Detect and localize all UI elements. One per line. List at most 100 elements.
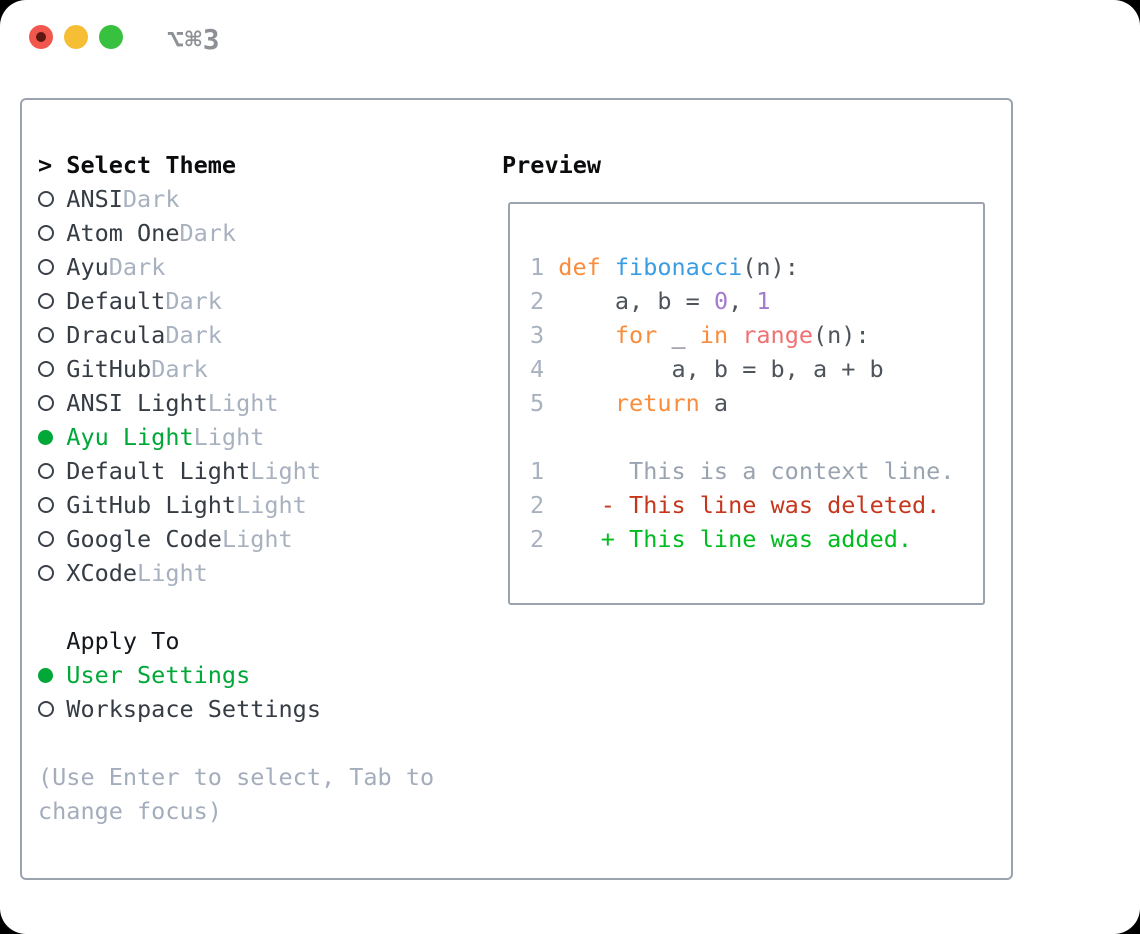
theme-variant: Dark xyxy=(108,253,166,281)
theme-name: GitHub xyxy=(66,355,152,383)
radio-icon xyxy=(38,463,54,479)
code-line: 2 a, b = 0, 1 xyxy=(530,284,954,318)
code-line: 3 for _ in range(n): xyxy=(530,318,954,352)
blank-line xyxy=(530,420,954,454)
apply-option-user-settings[interactable]: User Settings xyxy=(38,658,434,692)
theme-name: Atom One xyxy=(66,219,180,247)
theme-option-atom-one-dark[interactable]: Atom One Dark xyxy=(38,216,434,250)
theme-name: Dracula xyxy=(66,321,166,349)
theme-option-ayu-light-light[interactable]: Ayu Light Light xyxy=(38,420,434,454)
theme-option-github-light-light[interactable]: GitHub Light Light xyxy=(38,488,434,522)
radio-unselected-icon xyxy=(38,191,66,207)
theme-variant: Light xyxy=(250,457,321,485)
theme-option-google-code-light[interactable]: Google Code Light xyxy=(38,522,434,556)
radio-unselected-icon xyxy=(38,361,66,377)
code-line: 1 def fibonacci(n): xyxy=(530,250,954,284)
code-token: (n): xyxy=(742,253,799,281)
theme-variant: Dark xyxy=(179,219,237,247)
code-token: fibonacci xyxy=(614,253,743,281)
radio-icon xyxy=(38,293,54,309)
radio-unselected-icon xyxy=(38,701,66,717)
code-token: 1 xyxy=(756,287,771,315)
line-number: 2 xyxy=(530,525,601,553)
theme-variant: Dark xyxy=(151,355,208,383)
select-theme-title: Select Theme xyxy=(66,151,237,179)
code-token: - This line was deleted. xyxy=(600,491,941,519)
radio-unselected-icon xyxy=(38,395,66,411)
radio-icon xyxy=(38,361,54,377)
code-line: 1 This is a context line. xyxy=(530,454,954,488)
apply-option-name: User Settings xyxy=(66,661,251,689)
radio-icon xyxy=(38,565,54,581)
code-line: 5 return a xyxy=(530,386,954,420)
code-token: in xyxy=(699,321,729,349)
apply-to-header: Apply To xyxy=(38,624,434,658)
theme-option-dracula-dark[interactable]: Dracula Dark xyxy=(38,318,434,352)
hint-line: change focus) xyxy=(38,794,434,828)
radio-icon xyxy=(38,327,54,343)
theme-variant: Dark xyxy=(165,321,222,349)
radio-unselected-icon xyxy=(38,531,66,547)
theme-option-ansi-light-light[interactable]: ANSI Light Light xyxy=(38,386,434,420)
theme-name: GitHub Light xyxy=(66,491,237,519)
theme-variant: Light xyxy=(193,423,265,451)
preview-header: Preview xyxy=(502,151,602,179)
line-number: 1 xyxy=(530,457,630,485)
code-token: (n): xyxy=(813,321,870,349)
line-number: 2 xyxy=(530,287,615,315)
apply-option-workspace-settings[interactable]: Workspace Settings xyxy=(38,692,434,726)
radio-selected-icon xyxy=(38,429,66,445)
radio-unselected-icon xyxy=(38,259,66,275)
radio-unselected-icon xyxy=(38,497,66,513)
line-number: 4 xyxy=(530,355,672,383)
theme-variant: Dark xyxy=(165,287,222,315)
apply-to-title: Apply To xyxy=(66,627,180,655)
radio-icon xyxy=(38,497,54,513)
code-token: a xyxy=(699,389,729,417)
radio-icon xyxy=(38,225,54,241)
theme-name: Google Code xyxy=(66,525,222,553)
theme-name: ANSI Light xyxy=(66,389,208,417)
code-line: 2 + This line was added. xyxy=(530,522,954,556)
prompt-chevron-icon: > xyxy=(38,151,53,179)
code-token: This is a context line. xyxy=(629,457,955,485)
theme-option-ayu-dark[interactable]: Ayu Dark xyxy=(38,250,434,284)
radio-icon xyxy=(38,701,54,717)
code-token: _ xyxy=(657,321,700,349)
close-icon xyxy=(36,32,46,42)
code-token: for xyxy=(614,321,658,349)
preview-box xyxy=(508,202,985,605)
theme-option-default-light-light[interactable]: Default Light Light xyxy=(38,454,434,488)
radio-unselected-icon xyxy=(38,293,66,309)
line-number: 5 xyxy=(530,389,615,417)
theme-option-github-dark[interactable]: GitHub Dark xyxy=(38,352,434,386)
code-token: def xyxy=(558,253,601,281)
zoom-button[interactable] xyxy=(99,25,123,49)
theme-variant: Light xyxy=(137,559,208,587)
theme-name: Default Light xyxy=(66,457,251,485)
radio-unselected-icon xyxy=(38,463,66,479)
minimize-button[interactable] xyxy=(64,25,88,49)
code-token: , xyxy=(728,287,757,315)
radio-unselected-icon xyxy=(38,225,66,241)
theme-option-default-dark[interactable]: Default Dark xyxy=(38,284,434,318)
close-button[interactable] xyxy=(29,25,53,49)
theme-option-xcode-light[interactable]: XCode Light xyxy=(38,556,434,590)
radio-icon xyxy=(38,259,54,275)
theme-name: Default xyxy=(66,287,166,315)
code-token xyxy=(601,253,615,281)
select-theme-header: > Select Theme xyxy=(38,148,434,182)
theme-name: XCode xyxy=(66,559,138,587)
theme-option-ansi-dark[interactable]: ANSI Dark xyxy=(38,182,434,216)
code-token: a, b = b, a + b xyxy=(671,355,884,383)
theme-variant: Dark xyxy=(122,185,180,213)
line-number: 1 xyxy=(530,253,559,281)
apply-option-name: Workspace Settings xyxy=(66,695,321,723)
radio-icon xyxy=(38,667,53,683)
code-token: a, b = xyxy=(614,287,714,315)
spacer-row xyxy=(38,590,434,624)
window-title: ⌥⌘3 xyxy=(167,23,221,56)
theme-name: Ayu xyxy=(66,253,109,281)
line-number: 3 xyxy=(530,321,615,349)
